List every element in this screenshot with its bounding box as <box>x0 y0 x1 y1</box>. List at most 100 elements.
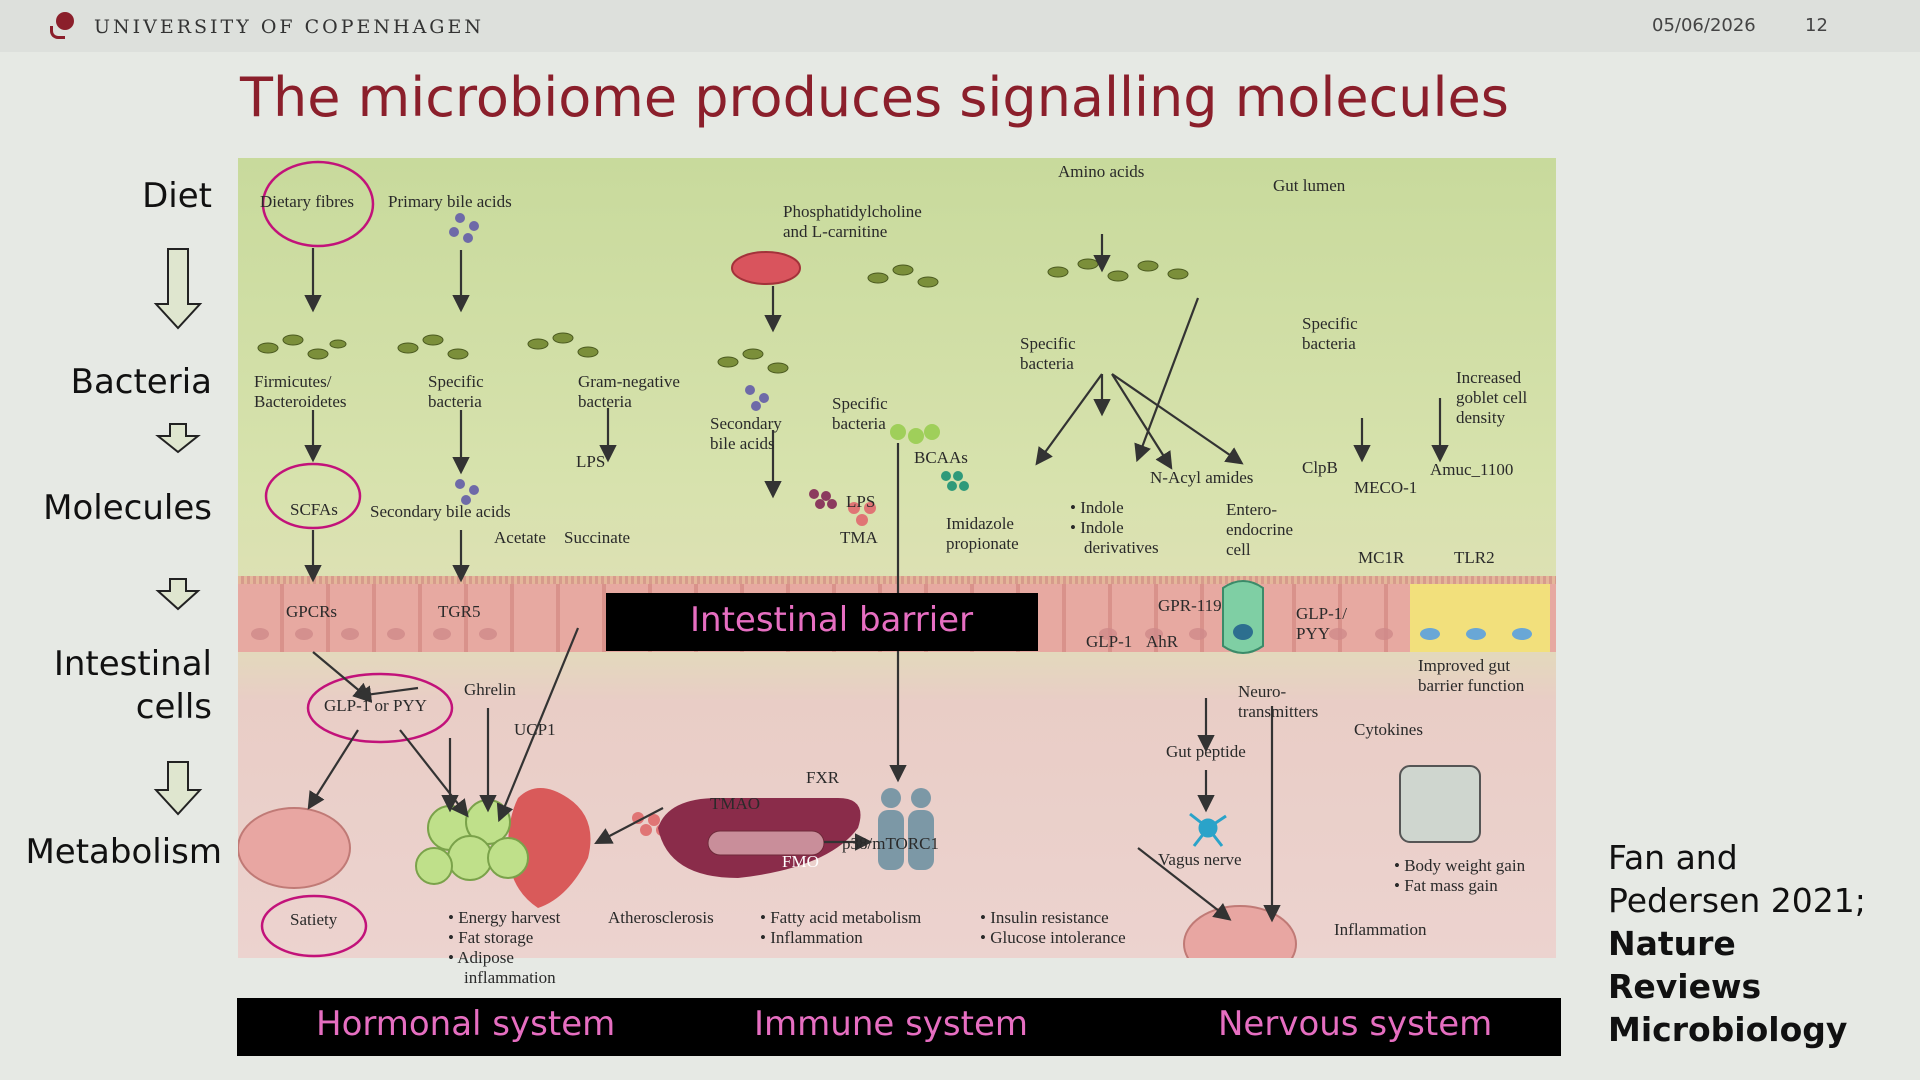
intestinal-barrier-bar <box>606 593 1038 651</box>
label-derivatives: derivatives <box>1084 538 1159 557</box>
figure-graphics <box>238 160 1532 958</box>
label-indole-1: • Indole <box>1070 498 1124 517</box>
tma-icons <box>632 502 876 836</box>
label-scfas: SCFAs <box>290 500 338 519</box>
label-meco: MECO-1 <box>1354 478 1418 497</box>
label-primary-bile-acids: Primary bile acids <box>388 192 512 211</box>
label-satiety: Satiety <box>290 910 338 929</box>
vagus-neuron-icon <box>1189 812 1227 847</box>
heart-icon <box>508 788 591 908</box>
label-gram-negative: Gram-negative <box>578 372 680 391</box>
bcaa-icons <box>890 424 940 444</box>
arrow-cells-metabolism <box>153 761 203 816</box>
label-n-acyl: N-Acyl amides <box>1150 468 1254 487</box>
label-bacteria-2: bacteria <box>578 392 632 411</box>
university-logo-stem <box>50 26 65 39</box>
citation-journal-1: Nature <box>1608 924 1736 963</box>
label-goblet-cell: goblet cell <box>1456 388 1528 407</box>
label-inflammation-liver: • Inflammation <box>760 928 863 947</box>
label-indole-2: • Indole <box>1070 518 1124 537</box>
label-bacteria-3: bacteria <box>832 414 886 433</box>
nervous-system-label: Nervous system <box>1218 1004 1493 1044</box>
label-carnitine: and L-carnitine <box>783 222 888 241</box>
label-clpb: ClpB <box>1302 458 1338 477</box>
imidazole-icons <box>809 489 837 509</box>
label-bacteria-1: bacteria <box>428 392 482 411</box>
slide-number: 12 <box>1805 15 1828 36</box>
label-body-weight: • Body weight gain <box>1394 856 1526 875</box>
label-bacteria-5: bacteria <box>1302 334 1356 353</box>
arrow-bacteria-molecules <box>155 423 201 454</box>
label-glp1-or-pyy: GLP-1 or PYY <box>324 696 427 715</box>
arrow-diet-bacteria <box>153 248 203 330</box>
brain-icon-satiety <box>238 807 351 889</box>
row-label-metabolism: Metabolism <box>25 832 222 872</box>
label-tlr2: TLR2 <box>1454 548 1495 567</box>
label-amino-acids: Amino acids <box>1058 162 1145 181</box>
bile-acid-icons <box>449 213 769 505</box>
label-tmao: TMAO <box>710 794 761 813</box>
arrow-molecules-cells <box>155 578 201 611</box>
label-bile-acids: bile acids <box>710 434 775 453</box>
label-atherosclerosis: Atherosclerosis <box>608 908 714 927</box>
label-secondary: Secondary <box>710 414 782 433</box>
row-label-molecules: Molecules <box>43 488 212 528</box>
label-fatty-acid: • Fatty acid metabolism <box>760 908 922 927</box>
indole-icons <box>941 471 969 491</box>
label-succinate: Succinate <box>564 528 631 547</box>
label-firmicutes: Firmicutes/ <box>254 372 332 391</box>
goblet-cells <box>1410 584 1550 652</box>
label-fmo: FMO <box>782 852 819 871</box>
bacteria-icons <box>257 258 1189 374</box>
row-label-diet: Diet <box>142 176 212 216</box>
label-inflammation-brain: Inflammation <box>1334 920 1427 939</box>
label-p38: p38/mTORC1 <box>842 834 939 853</box>
label-specific-2: Specific <box>832 394 888 413</box>
label-amuc: Amuc_1100 <box>1430 460 1514 479</box>
label-cytokines: Cytokines <box>1354 720 1423 739</box>
scale-icon <box>1399 765 1481 843</box>
microbiome-figure: Gut lumen Dietary fibres Primary bile ac… <box>238 158 1556 987</box>
label-transmitters: transmitters <box>1238 702 1319 721</box>
adipose-icon <box>415 799 529 885</box>
row-label-bacteria: Bacteria <box>70 362 212 402</box>
human-icon <box>878 788 934 870</box>
label-neuro: Neuro- <box>1238 682 1287 701</box>
systems-bar <box>237 998 1561 1056</box>
label-bcaas: BCAAs <box>914 448 968 467</box>
label-ghrelin: Ghrelin <box>464 680 516 699</box>
immune-system-label: Immune system <box>754 1004 1029 1044</box>
university-logo-icon <box>56 12 74 30</box>
highlight-circles <box>260 160 454 958</box>
label-ahr: AhR <box>1146 632 1179 651</box>
header-bar <box>0 0 1920 52</box>
label-cell: cell <box>1226 540 1251 559</box>
label-adipose: • Adipose <box>448 948 514 967</box>
label-acetate: Acetate <box>494 528 546 547</box>
label-gpr119: GPR-119 <box>1158 596 1222 615</box>
label-glucose: • Glucose intolerance <box>980 928 1126 947</box>
label-ucp1: UCP1 <box>514 720 556 739</box>
label-tma: TMA <box>840 528 878 547</box>
label-tgr5: TGR5 <box>438 602 481 621</box>
label-dietary-fibres: Dietary fibres <box>260 192 354 211</box>
label-energy-harvest: • Energy harvest <box>448 908 561 927</box>
label-secondary-bile-acids: Secondary bile acids <box>370 502 511 521</box>
label-glp1-pyy-a: GLP-1/ <box>1296 604 1347 623</box>
label-entero: Entero- <box>1226 500 1277 519</box>
label-specific-4: Specific <box>1302 314 1358 333</box>
university-name: UNIVERSITY OF COPENHAGEN <box>94 16 484 38</box>
label-adipose-inflammation: inflammation <box>464 968 556 987</box>
slide-title: The microbiome produces signalling molec… <box>240 66 1509 129</box>
label-fat-mass: • Fat mass gain <box>1394 876 1498 895</box>
label-fxr: FXR <box>806 768 840 787</box>
label-barrier-function: barrier function <box>1418 676 1525 695</box>
meat-icon <box>731 251 801 285</box>
label-specific-3: Specific <box>1020 334 1076 353</box>
label-bacteria-4: bacteria <box>1020 354 1074 373</box>
label-gpcrs: GPCRs <box>286 602 338 621</box>
citation-year: Pedersen 2021; <box>1608 881 1866 920</box>
label-gut-peptide: Gut peptide <box>1166 742 1246 761</box>
citation-journal-3: Microbiology <box>1608 1010 1848 1049</box>
label-vagus: Vagus nerve <box>1158 850 1242 869</box>
